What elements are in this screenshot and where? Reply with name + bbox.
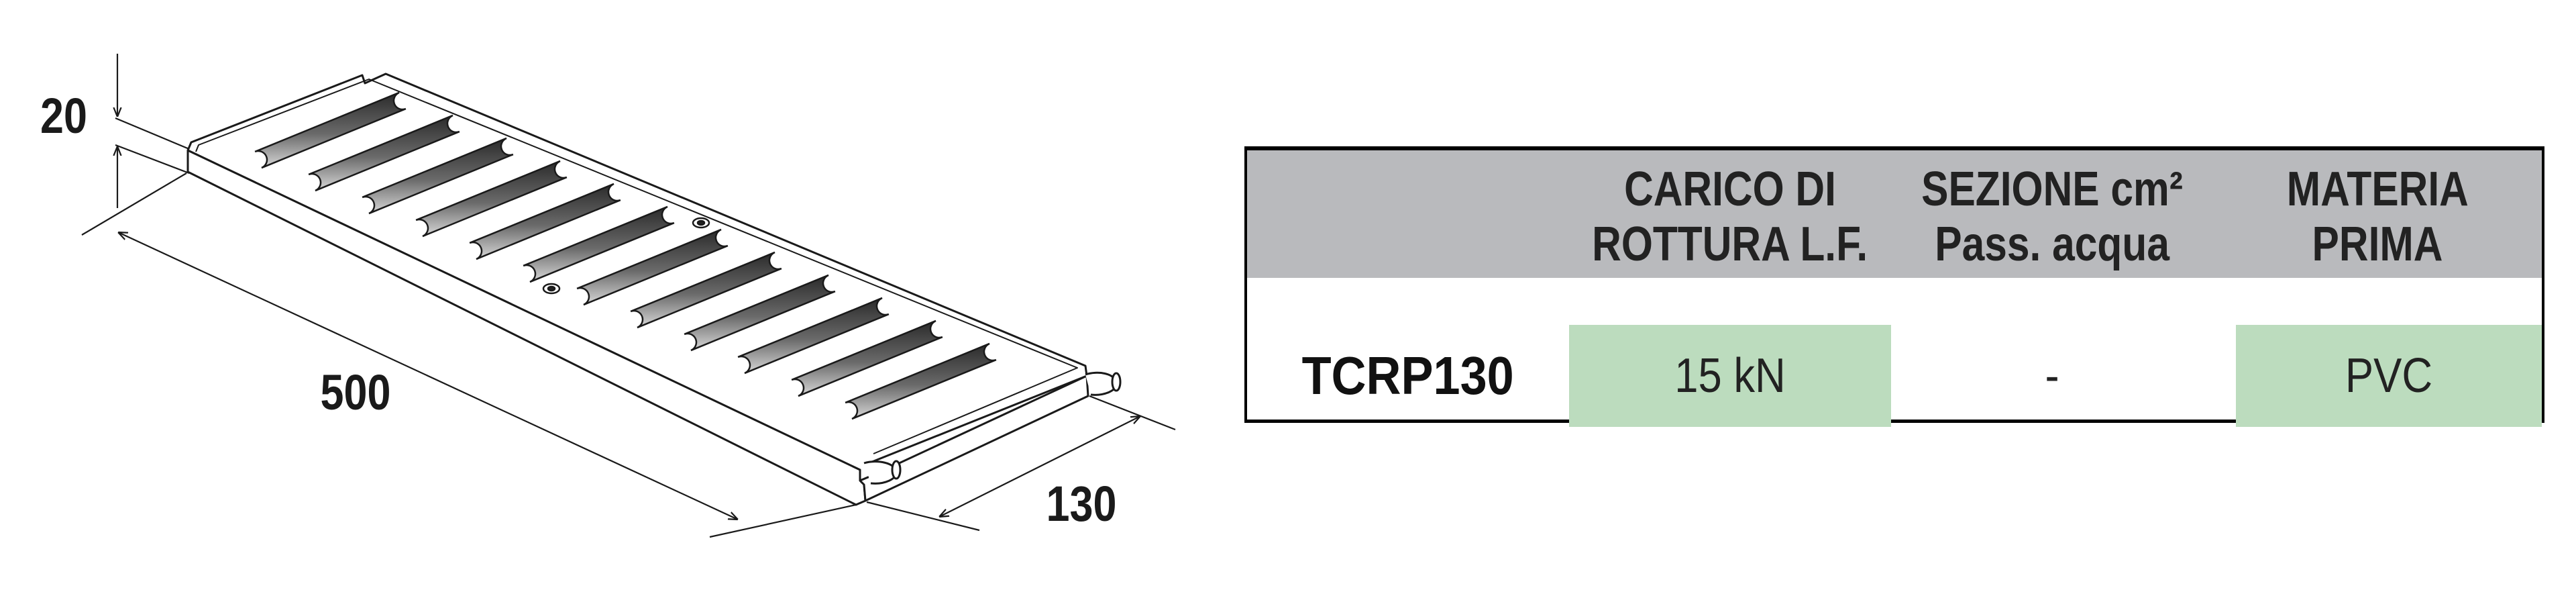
spec-table: CARICO DI ROTTURA L.F. SEZIONE cm² Pass.…: [1244, 146, 2544, 427]
table-row: TCRP130 15 kN - PVC: [1247, 278, 2542, 427]
grating-technical-drawing: 20 500 130: [40, 54, 1176, 538]
length-dimension-label: 500: [321, 364, 391, 420]
width-dimension: [866, 395, 1176, 532]
material-value-cell: PVC: [2236, 325, 2542, 427]
load-value-cell: 15 kN: [1569, 325, 1891, 427]
column-header-material: MATERIA PRIMA: [2286, 162, 2469, 271]
product-code: TCRP130: [1301, 346, 1515, 405]
width-dimension-label: 130: [1046, 476, 1117, 532]
column-header-section: SEZIONE cm² Pass. acqua: [1921, 162, 2183, 271]
length-dimension: [81, 173, 857, 538]
section-value-cell: -: [2045, 349, 2059, 403]
height-dimension-label: 20: [40, 88, 87, 144]
table-header: CARICO DI ROTTURA L.F. SEZIONE cm² Pass.…: [1247, 150, 2542, 278]
height-dimension: [115, 54, 190, 208]
column-header-load: CARICO DI ROTTURA L.F.: [1592, 162, 1868, 271]
